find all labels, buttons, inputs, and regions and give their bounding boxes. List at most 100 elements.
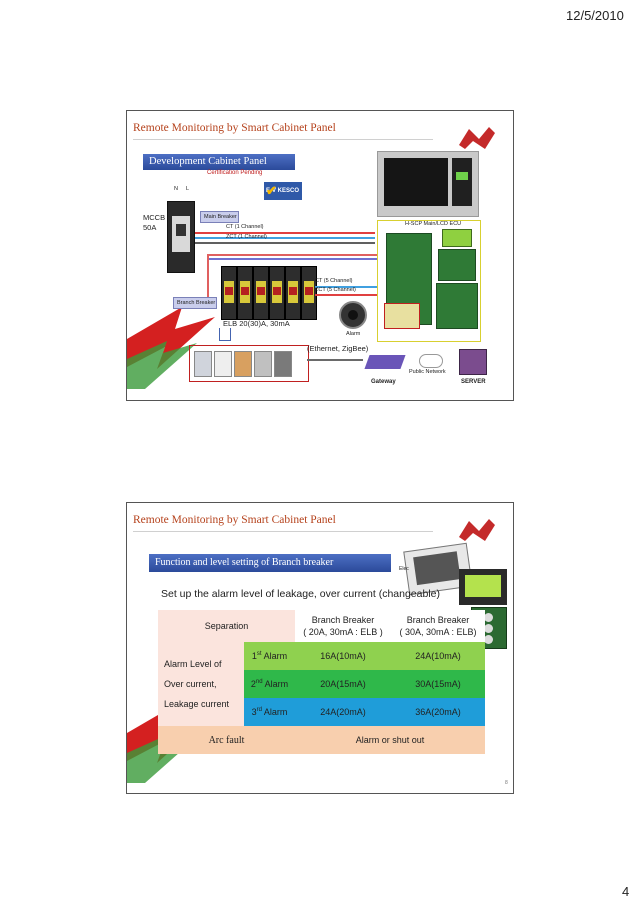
- alarm-3-30a-value: 36A(20mA): [391, 698, 485, 726]
- mccb-breaker: [167, 201, 195, 273]
- wire-network: [307, 359, 363, 361]
- elb-breaker-1: [221, 266, 237, 320]
- wire-branch-blue: [207, 258, 377, 260]
- alarm-1-sup: st: [256, 651, 262, 657]
- alarm-speaker-icon: [339, 301, 367, 329]
- ecu-label: H-SCP Main/LCD ECU: [405, 221, 462, 227]
- ct-5ch-label: CT (5 Channel): [315, 278, 353, 284]
- page-number: 4: [622, 884, 630, 899]
- alarm-1-num: 1: [251, 651, 257, 661]
- alarm-3-num: 3: [251, 707, 257, 717]
- server-icon: [459, 349, 487, 375]
- server-label: SERVER: [461, 379, 486, 385]
- slide-2: Remote Monitoring by Smart Cabinet Panel…: [126, 502, 514, 794]
- ct-1ch-label: CT (1 Channel): [226, 224, 264, 230]
- alarm-level-table: Separation Branch Breaker ( 20A, 30mA : …: [158, 610, 485, 754]
- ethernet-label: (Ethernet, ZigBee): [307, 344, 369, 353]
- elb-breaker-3: [253, 266, 269, 320]
- col-30a-header: Branch Breaker ( 30A, 30mA : ELB): [391, 610, 485, 642]
- table-row: Alarm Level of Over current, Leakage cur…: [158, 642, 485, 726]
- branch-breaker-tag: Branch Breaker: [173, 297, 217, 309]
- col-20a-header-line1: Branch Breaker: [311, 615, 375, 625]
- alarm-1-word: Alarm: [261, 651, 288, 661]
- table-row: Arc fault Alarm or shut out: [158, 726, 485, 754]
- appliance-group: [189, 345, 309, 382]
- alarm-1-20a-value: 16A(10mA): [295, 642, 391, 670]
- zct-1ch-label: ZCT (1 Channel): [226, 234, 267, 240]
- arc-fault-action: Alarm or shut out: [295, 726, 485, 754]
- photo-caption: Elec: [399, 566, 409, 572]
- alarm-1-label: 1st Alarm: [244, 642, 295, 670]
- red-arrow-decoration: [127, 307, 215, 389]
- cloud-icon: [419, 354, 443, 368]
- wire-branch-red: [207, 254, 377, 256]
- alarm-2-word: Alarm: [262, 679, 289, 689]
- banner-subtitle: Certification Pending: [207, 170, 263, 176]
- down-arrow-icon: [219, 328, 231, 341]
- row-header-line1: Alarm Level of: [164, 659, 222, 669]
- cabinet-monitor-photo: [377, 151, 479, 217]
- col-20a-header-line2: ( 20A, 30mA : ELB ): [303, 627, 383, 637]
- branch-breaker-label: Branch Breaker: [177, 300, 216, 306]
- neutral-label: N: [174, 186, 178, 192]
- col-30a-header-line1: Branch Breaker: [406, 615, 470, 625]
- slide-2-title: Remote Monitoring by Smart Cabinet Panel: [133, 514, 336, 526]
- title-underline: [133, 531, 433, 532]
- wire-zct5: [315, 294, 377, 296]
- alarm-2-20a-value: 20A(15mA): [295, 670, 391, 698]
- setup-description: Set up the alarm level of leakage, over …: [161, 588, 440, 600]
- alarm-2-label: 2nd Alarm: [244, 670, 295, 698]
- function-banner: Function and level setting of Branch bre…: [149, 554, 391, 572]
- slide-1-title: Remote Monitoring by Smart Cabinet Panel: [133, 122, 336, 134]
- wire-ct5: [315, 286, 377, 288]
- alarm-3-20a-value: 24A(20mA): [295, 698, 391, 726]
- slide-number: 8: [505, 780, 508, 786]
- hand-logo-icon: [459, 127, 495, 149]
- alarm-3-sup: rd: [256, 707, 262, 713]
- alarm-2-num: 2: [250, 679, 256, 689]
- ecu-board-frame: [377, 220, 481, 342]
- alarm-level-row-header: Alarm Level of Over current, Leakage cur…: [158, 642, 244, 726]
- slide-1: Remote Monitoring by Smart Cabinet Panel…: [126, 110, 514, 401]
- table-row: 3rd Alarm 24A(20mA) 36A(20mA): [158, 698, 485, 726]
- wire-blue: [195, 237, 375, 239]
- wire-red: [195, 232, 375, 234]
- alarm-2-sup: nd: [255, 679, 263, 685]
- elb-rating: ELB 20(30)A, 30mA: [223, 319, 290, 328]
- title-underline: [133, 139, 433, 140]
- lcd-pcb: [436, 283, 478, 329]
- print-date: 12/5/2010: [566, 8, 624, 23]
- line-label: L: [186, 186, 190, 192]
- wire-gray: [195, 242, 375, 244]
- gateway-label: Gateway: [371, 379, 396, 385]
- col-20a-header: Branch Breaker ( 20A, 30mA : ELB ): [295, 610, 391, 642]
- elb-breaker-5: [285, 266, 301, 320]
- gateway-device-icon: [364, 355, 406, 369]
- wire-branch-drop: [207, 254, 209, 304]
- col-30a-header-line2: ( 30A, 30mA : ELB): [399, 627, 477, 637]
- zct-5ch-label: ZCT (5 Channel): [315, 287, 356, 293]
- table-header-row: Separation Branch Breaker ( 20A, 30mA : …: [158, 610, 485, 642]
- alarm-3-word: Alarm: [261, 707, 288, 717]
- hand-logo-icon: [459, 519, 495, 541]
- lcd-display-photo: [459, 569, 507, 605]
- kesco-logo: ✔E-V KESCO: [264, 182, 302, 200]
- zigbee-module: [384, 303, 420, 329]
- elb-breaker-6: [301, 266, 317, 320]
- lcd-module: [442, 229, 472, 247]
- arc-fault-label: Arc fault: [158, 726, 295, 754]
- main-breaker-label: Main Breaker: [204, 214, 237, 220]
- mccb-label: MCCB: [143, 213, 166, 222]
- kesco-logo-text: E-V KESCO: [265, 188, 299, 194]
- separation-header-text: Separation: [204, 621, 249, 631]
- table-row: 2nd Alarm 20A(15mA) 30A(15mA): [158, 670, 485, 698]
- dev-cabinet-banner: Development Cabinet Panel: [143, 154, 295, 170]
- main-breaker-tag: Main Breaker: [200, 211, 239, 223]
- separation-header: Separation: [158, 610, 295, 642]
- alarm-3-label: 3rd Alarm: [244, 698, 295, 726]
- row-header-line3: Leakage current: [164, 699, 230, 709]
- mccb-rating: 50A: [143, 223, 157, 232]
- io-pcb: [438, 249, 476, 281]
- public-network-label: Public Network: [409, 369, 446, 375]
- alarm-1-30a-value: 24A(10mA): [391, 642, 485, 670]
